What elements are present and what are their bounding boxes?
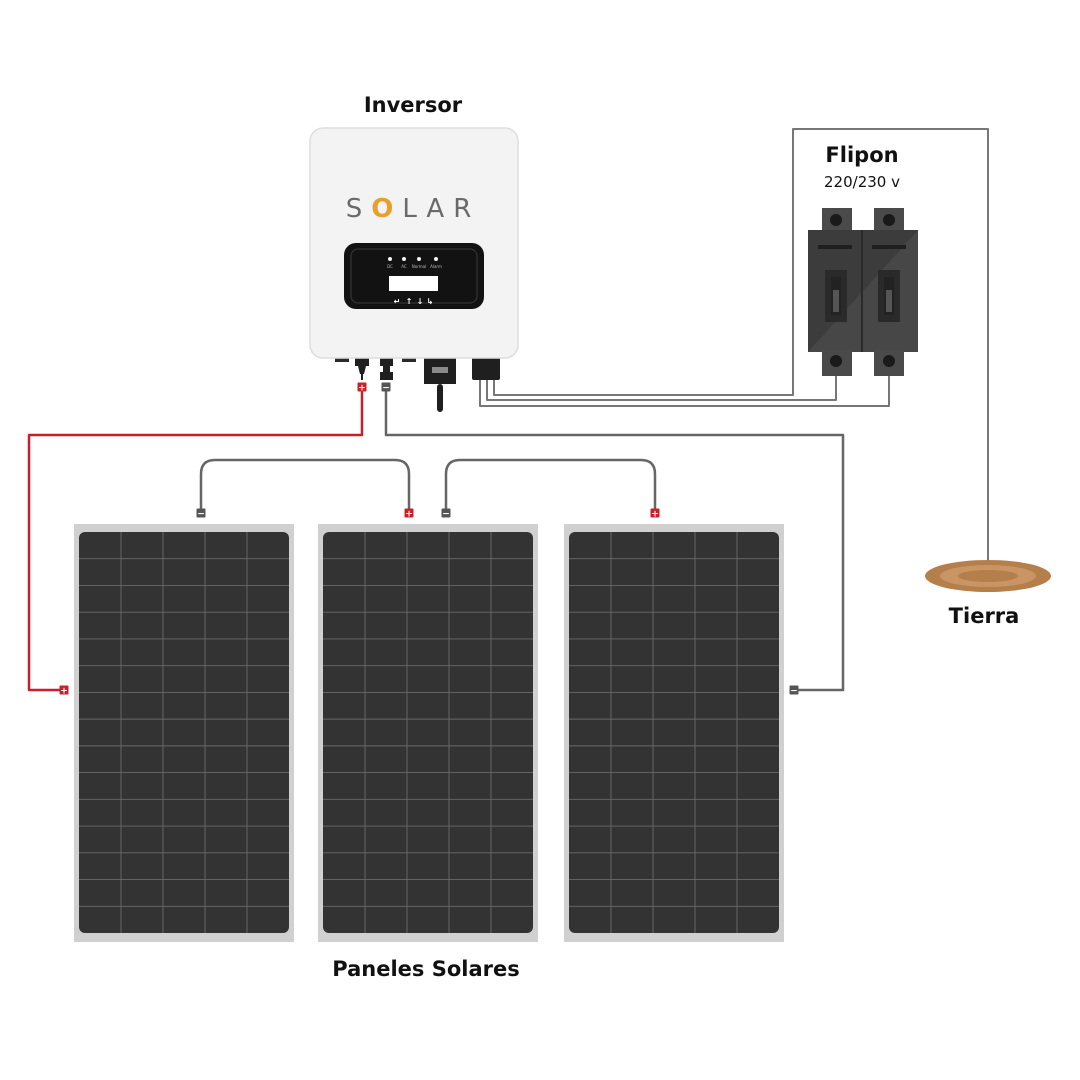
solar-panel-2 [318,524,538,942]
inverter-negative-terminal: − [381,382,391,393]
negative-terminal-icon [196,508,206,518]
inverter-indicator-leds [388,257,438,261]
terminal-sign: + [405,509,413,519]
indicator-label-alarm: Alarm [430,264,442,269]
terminal-sign: + [651,509,659,519]
breaker-pole-2-toggle-lever[interactable] [886,290,892,312]
terminal-sign: − [790,686,798,696]
inverter-positive-terminal: + [357,382,367,393]
inverter-ac-port [472,356,500,380]
led-ac [402,257,406,261]
dc-positive-connector-tip [361,374,363,380]
inverter-display-inner [350,248,478,304]
indicator-label-normal: Normal [412,264,426,269]
led-alarm [434,257,438,261]
negative-terminal-icon [441,508,451,518]
indicator-label-ac: AC [401,264,407,269]
inverter-label: Inversor [363,93,463,117]
panels-label: Paneles Solares [332,957,520,981]
logo-lar: LAR [402,194,481,224]
breaker-voltage-label: 220/230 v [824,173,900,191]
panel-3-negative-terminal: − [789,685,799,696]
ground-label: Tierra [948,604,1020,628]
terminal-badges: + − − + − + + − [59,382,799,696]
ac-wire-2 [486,375,837,401]
dc-positive-connector [355,356,369,374]
dc-negative-connector [380,356,393,366]
panel-cells [79,532,289,933]
led-dc [388,257,392,261]
terminal-sign: + [60,686,68,696]
inverter: DC AC Normal Alarm ↵ ↑ ↓ ↳ [309,127,519,412]
terminal-sign: − [442,509,450,519]
down-button-icon[interactable]: ↓ [417,297,424,306]
panel-3-positive-terminal: + [650,508,660,519]
inverter-comm-cable [437,384,443,412]
ground-inner [958,570,1018,582]
breaker-pole-1-bottom-screw [830,355,842,367]
jumper-wire-2 [444,458,657,510]
breaker [808,208,918,376]
ground-disc-icon [925,560,1051,592]
breaker-pole-1-top-screw [830,214,842,226]
inverter-port-2 [402,356,416,362]
panel-2-positive-terminal: + [404,508,414,519]
terminal-sign: + [358,383,366,393]
logo-o: O [371,194,403,224]
logo-s: S [345,194,372,224]
negative-terminal-icon [381,382,391,392]
positive-wire-main [27,390,364,692]
breaker-pole-2-label-slot [872,245,906,249]
ac-wire-1 [493,128,989,573]
wires [27,128,989,692]
terminal-sign: − [382,383,390,393]
solar-panel-3 [564,524,784,942]
positive-terminal-icon [357,382,367,392]
solar-panel-1 [74,524,294,942]
positive-terminal-icon [59,685,69,695]
negative-wire-main [384,390,845,692]
back-button-icon[interactable]: ↳ [427,297,434,306]
negative-terminal-icon [789,685,799,695]
dc-negative-connector-mid [383,366,390,372]
ac-wire-3 [479,375,890,407]
positive-terminal-icon [404,508,414,518]
panel-cells [323,532,533,933]
inverter-brand-logo: SOLAR [310,194,516,224]
panel-1-positive-terminal: + [59,685,69,696]
breaker-pole-2-top-screw [883,214,895,226]
dc-negative-connector-base [380,372,393,380]
inverter-lcd [389,276,438,291]
terminal-sign: − [197,509,205,519]
inverter-comm-port-label [432,367,448,373]
panel-1-negative-terminal: − [196,508,206,519]
up-button-icon[interactable]: ↑ [406,297,413,306]
breaker-pole-2-bottom-screw [883,355,895,367]
inverter-port-1 [335,356,349,362]
enter-button-icon[interactable]: ↵ [394,297,401,306]
indicator-label-dc: DC [387,264,393,269]
breaker-pole-1-toggle-lever[interactable] [833,290,839,312]
breaker-label: Flipon [825,143,899,167]
positive-terminal-icon [650,508,660,518]
breaker-pole-1-label-slot [818,245,852,249]
panel-cells [569,532,779,933]
panel-2-negative-terminal: − [441,508,451,519]
solar-panels [74,524,784,942]
jumper-wire-1 [199,458,411,510]
led-normal [417,257,421,261]
